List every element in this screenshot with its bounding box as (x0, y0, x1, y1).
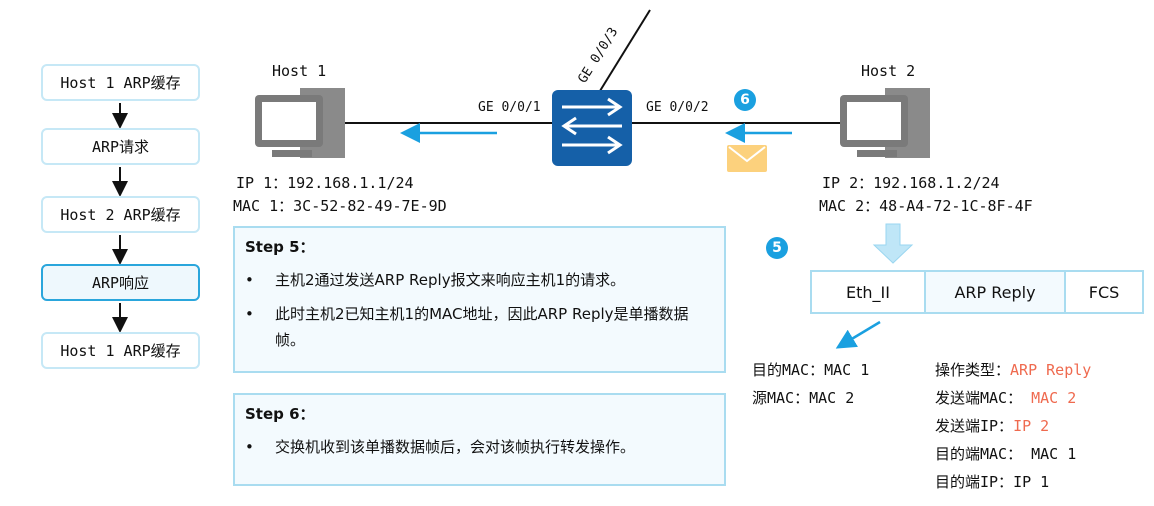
host2-mac: MAC 2：48-A4-72-1C-8F-4F (819, 197, 1033, 215)
step-6-badge: 6 (734, 89, 756, 111)
flow-step-arp-reply: ARP响应 (41, 264, 200, 301)
eth-dst-mac: 目的MAC：MAC 1 (752, 361, 870, 379)
step5-title: Step 5： (245, 238, 315, 256)
step5-box: Step 5： •主机2通过发送ARP Reply报文来响应主机1的请求。 •此… (233, 226, 726, 373)
frame-arp-reply: ARP Reply (924, 270, 1066, 314)
step-5-badge: 5 (766, 237, 788, 259)
step6-bullet: 交换机收到该单播数据帧后，会对该帧执行转发操作。 (275, 438, 636, 456)
arp-field-sender-mac: 发送端MAC： MAC 2 (935, 389, 1077, 407)
envelope-icon (727, 145, 767, 172)
eth-detail-arrow (835, 320, 881, 349)
flow-step-arp-request: ARP请求 (41, 128, 200, 165)
arp-field-target-ip: 目的端IP：IP 1 (935, 473, 1050, 491)
arp-field-sender-ip: 发送端IP：IP 2 (935, 417, 1050, 435)
step5-bullet: 此时主机2已知主机1的MAC地址，因此ARP Reply是单播数据帧。 (275, 305, 689, 349)
arp-field-target-mac: 目的端MAC： MAC 1 (935, 445, 1077, 463)
switch-icon (552, 90, 632, 166)
host2-pc-icon (840, 88, 930, 158)
eth-src-mac: 源MAC：MAC 2 (752, 389, 855, 407)
host1-pc-icon (255, 88, 345, 158)
port-ge001: GE 0/0/1 (478, 100, 541, 115)
host1-name: Host 1 (272, 62, 327, 80)
flow-step-host2-cache: Host 2 ARP缓存 (41, 196, 200, 233)
host2-ip: IP 2：192.168.1.2/24 (822, 174, 1000, 192)
step5-bullet: 主机2通过发送ARP Reply报文来响应主机1的请求。 (275, 271, 626, 289)
port-ge002: GE 0/0/2 (646, 100, 709, 115)
flow-step-host1-cache-final: Host 1 ARP缓存 (41, 332, 200, 369)
down-arrow-icon (872, 223, 914, 264)
step6-box: Step 6： •交换机收到该单播数据帧后，会对该帧执行转发操作。 (233, 393, 726, 486)
host2-name: Host 2 (861, 62, 916, 80)
arp-field-op: 操作类型：ARP Reply (935, 361, 1092, 379)
frame-fcs: FCS (1064, 270, 1144, 314)
link-ge003 (594, 9, 651, 100)
host1-ip: IP 1：192.168.1.1/24 (236, 174, 414, 192)
host1-mac: MAC 1：3C-52-82-49-7E-9D (233, 197, 447, 215)
frame-eth-ii: Eth_II (810, 270, 926, 314)
flow-step-host1-cache: Host 1 ARP缓存 (41, 64, 200, 101)
step6-title: Step 6： (245, 405, 315, 423)
